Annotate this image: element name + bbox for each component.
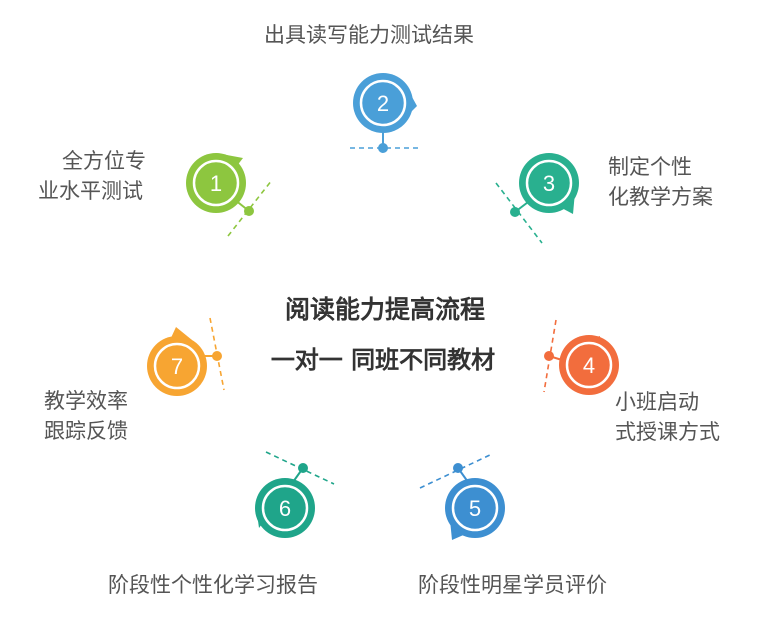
step-1-number: 1 bbox=[210, 171, 222, 196]
step-3-label-line1: 制定个性 bbox=[608, 155, 692, 179]
step-4-node: 4 bbox=[543, 319, 619, 395]
step-7-node: 7 bbox=[147, 317, 225, 396]
step-3-node: 3 bbox=[495, 153, 579, 244]
step-2-number: 2 bbox=[377, 91, 389, 116]
step-3-label: 制定个性 化教学方案 bbox=[608, 152, 713, 212]
step-2-label: 出具读写能力测试结果 bbox=[264, 23, 474, 47]
center-subtitle: 一对一 同班不同教材 bbox=[270, 346, 496, 374]
step-4-number: 4 bbox=[583, 353, 595, 378]
step-1-node: 1 bbox=[186, 153, 273, 237]
step-1-label: 全方位专 业水平测试 bbox=[38, 146, 163, 206]
step-7-label: 教学效率 跟踪反馈 bbox=[44, 386, 128, 446]
step-4-label: 小班启动 式授课方式 bbox=[615, 387, 720, 447]
step-6-node: 6 bbox=[255, 451, 335, 538]
step-5-number: 5 bbox=[469, 496, 481, 521]
step-1-label-line2: 业水平测试 bbox=[38, 179, 143, 203]
step-7-label-line2: 跟踪反馈 bbox=[44, 419, 128, 443]
step-2-node: 2 bbox=[350, 73, 420, 153]
center-title: 阅读能力提高流程 bbox=[284, 295, 485, 324]
step-3-number: 3 bbox=[543, 171, 555, 196]
step-3-label-line2: 化教学方案 bbox=[608, 185, 713, 209]
step-5-label: 阶段性明星学员评价 bbox=[418, 573, 607, 597]
step-1-label-line1: 全方位专 bbox=[62, 149, 146, 173]
step-7-label-line1: 教学效率 bbox=[44, 389, 128, 413]
step-5-node: 5 bbox=[419, 453, 505, 540]
step-6-number: 6 bbox=[279, 496, 291, 521]
step-4-label-line2: 式授课方式 bbox=[615, 420, 720, 444]
step-6-label: 阶段性个性化学习报告 bbox=[108, 573, 318, 597]
step-7-number: 7 bbox=[171, 354, 183, 379]
step-4-label-line1: 小班启动 bbox=[615, 390, 699, 414]
